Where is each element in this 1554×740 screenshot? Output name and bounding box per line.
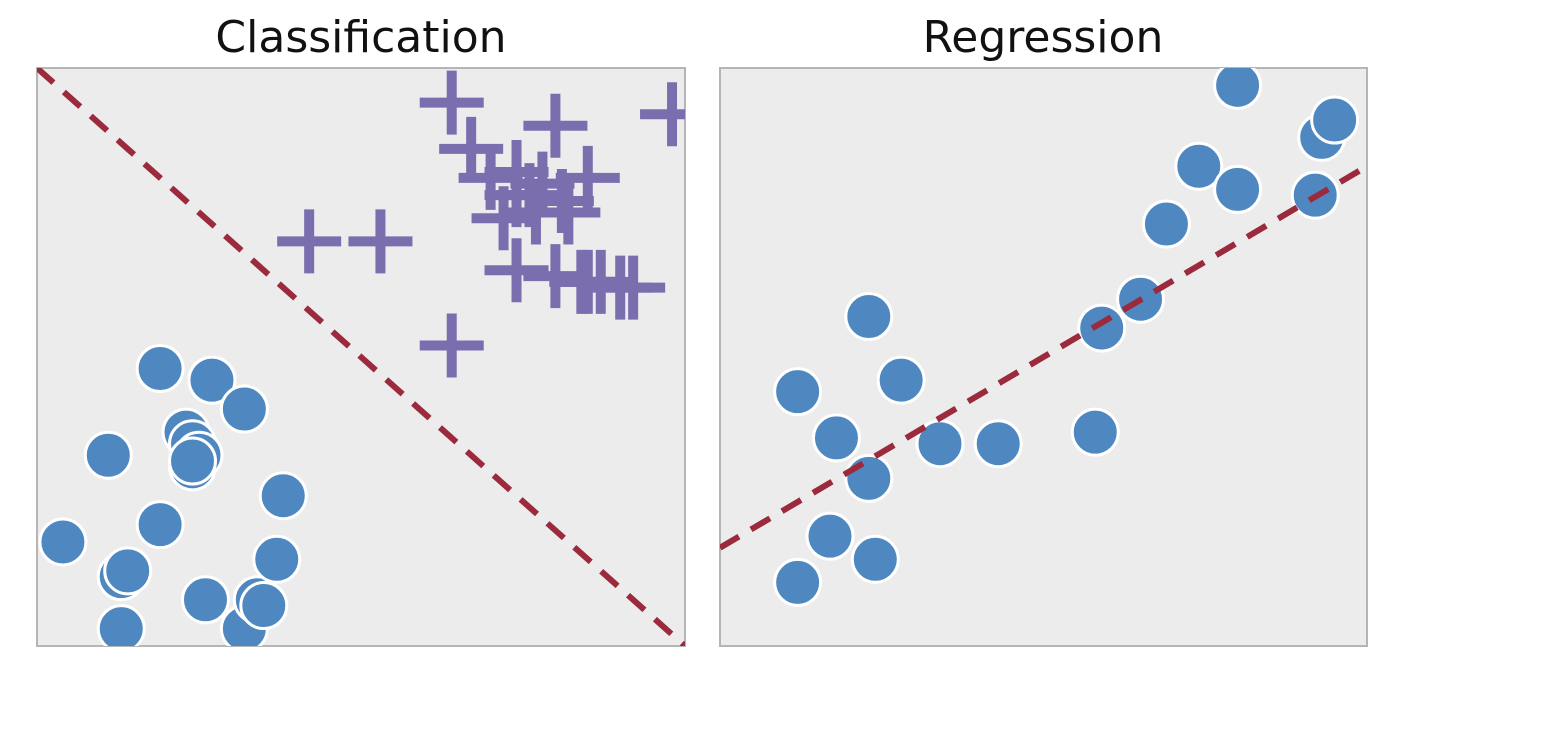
data-point	[973, 419, 1023, 469]
data-point-plus	[419, 70, 484, 135]
data-point	[773, 367, 823, 417]
regression-fit-line	[720, 163, 1367, 551]
data-point	[83, 430, 133, 480]
data-point	[38, 517, 88, 567]
data-point	[239, 581, 289, 631]
classification-marks	[37, 68, 685, 646]
data-point-plus	[601, 255, 666, 320]
classification-panel: Classification	[36, 12, 686, 647]
data-point	[96, 604, 146, 646]
decision-boundary-line	[37, 68, 685, 646]
data-point	[844, 292, 894, 342]
data-point-plus	[348, 209, 413, 274]
data-point-plus	[419, 313, 484, 378]
regression-marks	[720, 68, 1367, 607]
data-point-plus	[277, 209, 342, 274]
regression-title: Regression	[923, 12, 1164, 63]
data-point-plus	[640, 82, 685, 147]
data-point	[1174, 141, 1224, 191]
regression-panel: Regression	[719, 12, 1368, 647]
data-point-plus	[484, 238, 549, 303]
data-point	[811, 413, 861, 463]
data-point	[219, 384, 269, 434]
classification-title: Classification	[215, 12, 506, 63]
data-point-plus	[555, 145, 620, 210]
data-point	[1141, 199, 1191, 249]
data-point	[773, 557, 823, 607]
data-point-plus	[523, 93, 588, 158]
data-point	[1213, 164, 1263, 214]
data-point	[1213, 68, 1263, 110]
data-point	[1077, 303, 1127, 353]
data-point	[187, 355, 237, 405]
data-point	[1070, 407, 1120, 457]
data-point	[850, 534, 900, 584]
data-point	[876, 355, 926, 405]
data-point	[135, 344, 185, 394]
data-point	[168, 436, 218, 486]
data-point	[180, 575, 230, 625]
data-point	[844, 453, 894, 503]
data-point-plus	[536, 180, 601, 245]
data-point	[252, 534, 302, 584]
data-point	[258, 471, 308, 521]
data-point	[103, 546, 153, 596]
data-point	[1310, 95, 1360, 145]
data-point	[135, 500, 185, 550]
data-point	[805, 511, 855, 561]
